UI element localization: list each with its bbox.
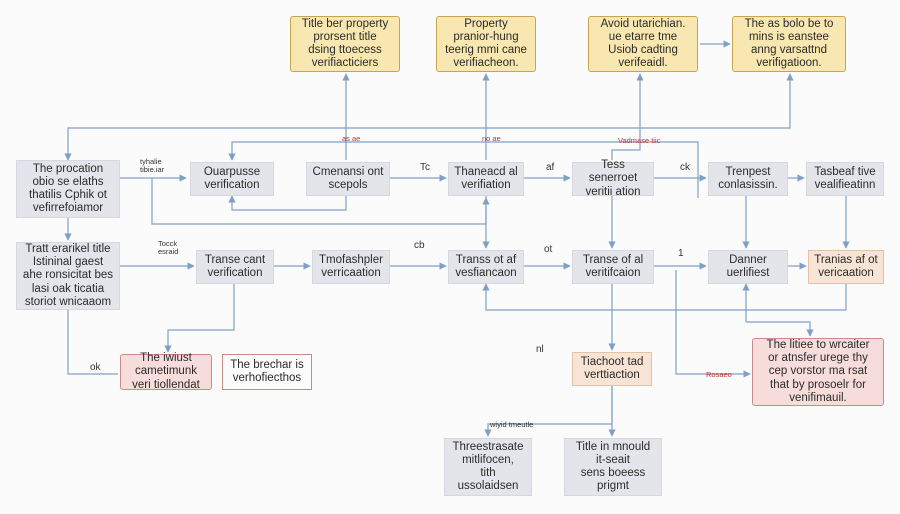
node-text: Thaneacd al verifiation [454, 165, 518, 191]
node-text: Trenpest conlasissin. [718, 165, 778, 191]
node-text: Transs ot af vesfiancaon [455, 253, 517, 279]
edge-label-ck: ck [680, 162, 690, 173]
connector-loop-mid [228, 141, 699, 198]
edge-label-vadmase: Vadmase tiic [618, 136, 661, 145]
node-text: Transe cant verification [204, 253, 266, 279]
node-left-title[interactable]: Tratt erarikel title Istininal gaest ahe… [16, 242, 120, 310]
node-bottom-title-mnould[interactable]: Title in mnould it-seait sens boeess pri… [564, 438, 662, 496]
node-plain-brechar[interactable]: The brechar is verhofiecthos [222, 354, 312, 390]
connector-loop-top [64, 73, 794, 161]
connector-r1c5-top3 [611, 73, 644, 160]
node-text: The iwiust cametimunk veri tiollendat [132, 352, 200, 391]
node-peach-tiachoot[interactable]: Tiachoot tad verttiaction [572, 352, 652, 386]
edge-label-cb: cb [414, 240, 425, 251]
node-top-verification[interactable]: The as bolo be to mins is eanstee anng v… [732, 16, 846, 72]
connector-loop-row2 [482, 283, 847, 311]
edge-label-one: 1 [678, 248, 684, 259]
node-r2-tmofashpler[interactable]: Tmofashpler verricaation [312, 250, 390, 284]
edge-label-tc: Tc [420, 162, 430, 173]
node-text: The procation obio se elaths thatilis Cp… [29, 162, 107, 215]
edge-label-tocck: Tocck esraid [158, 239, 179, 257]
node-text: Title ber property prorsent title dsing … [301, 17, 389, 70]
node-text: The brechar is verhofiecthos [230, 358, 304, 384]
node-text: Ouarpusse verification [203, 165, 261, 191]
node-text: The litiee to wrcaiter or atnsfer urege … [766, 338, 870, 404]
edge-label-ot: ot [544, 244, 553, 255]
node-r2-transs[interactable]: Transs ot af vesfiancaon [448, 250, 524, 284]
edge-label-rosaeo: Rosaeo [706, 370, 732, 379]
edge-label-small2: no ae [482, 134, 501, 143]
connector-red1-left2 [64, 285, 118, 375]
connector-r2c6-red [746, 321, 814, 337]
node-text: Danner uerlifiest [726, 253, 770, 279]
node-text: The as bolo be to mins is eanstee anng v… [744, 17, 834, 70]
node-r1-thaneacd[interactable]: Thaneacd al verifiation [448, 162, 524, 196]
node-text: Cmenansi ont scepols [312, 165, 384, 191]
edge-label-af: af [546, 162, 555, 173]
node-top-avoid[interactable]: Avoid utarichian. ue etarre tme Usiob ca… [588, 16, 698, 72]
connector-r2c6-redright [675, 270, 751, 378]
connector-r2c2-red1 [164, 284, 235, 353]
node-text: Title in mnould it-seait sens boeess pri… [575, 440, 651, 493]
node-r2-tranias[interactable]: Tranias af ot vericaation [808, 250, 884, 284]
node-text: Threestrasate mitlifocen, tith ussolaids… [452, 440, 524, 493]
node-bottom-threestrasate[interactable]: Threestrasate mitlifocen, tith ussolaids… [444, 438, 532, 496]
edge-label-wiyid: wiyid tmeutle [490, 420, 534, 429]
node-text: Transe of al veritifcaion [582, 253, 644, 279]
node-text: Tratt erarikel title Istininal gaest ahe… [22, 242, 114, 308]
edge-label-text: tyhalie tibie.iar [140, 157, 165, 175]
node-red-iwiust[interactable]: The iwiust cametimunk veri tiollendat [120, 352, 212, 391]
node-top-title-property[interactable]: Title ber property prorsent title dsing … [290, 16, 400, 72]
node-r2-transe-cant[interactable]: Transe cant verification [196, 250, 274, 284]
node-top-property-verification[interactable]: Property pranior-hung teerig mmi cane ve… [436, 16, 536, 72]
node-r1-tess[interactable]: Tess senerroet veritii ation [572, 159, 654, 198]
node-text: Tmofashpler verricaation [319, 253, 383, 279]
node-text: Tess senerroet veritii ation [585, 159, 641, 198]
node-r2-transe-of[interactable]: Transe of al veritifcaion [572, 250, 654, 284]
node-text: Tranias af ot vericaation [814, 253, 878, 279]
node-left-procation[interactable]: The procation obio se elaths thatilis Cp… [16, 160, 120, 218]
node-r1-trenpest[interactable]: Trenpest conlasissin. [708, 162, 788, 196]
node-r2-danner[interactable]: Danner uerlifiest [708, 250, 788, 284]
connector-r1c3-back [228, 194, 347, 211]
edge-label-text: Tocck esraid [158, 239, 179, 257]
node-r1-ouarpusse[interactable]: Ouarpusse verification [190, 162, 274, 196]
node-text: Property pranior-hung teerig mmi cane ve… [445, 17, 527, 70]
node-red-litiee[interactable]: The litiee to wrcaiter or atnsfer urege … [752, 338, 884, 406]
node-r1-tasbeaf[interactable]: Tasbeaf tive vealifieatinn [806, 162, 884, 196]
node-r1-cmenansi[interactable]: Cmenansi ont scepols [306, 162, 390, 196]
node-text: Avoid utarichian. ue etarre tme Usiob ca… [600, 17, 686, 70]
node-text: Tasbeaf tive vealifieatinn [814, 165, 876, 191]
edge-label-tyhalie: tyhalie tibie.iar [140, 157, 165, 175]
edge-label-nl: nl [536, 344, 544, 355]
node-text: Tiachoot tad verttiaction [580, 355, 644, 381]
edge-label-small1: as ae [342, 134, 361, 143]
edge-label-ok: ok [90, 362, 101, 373]
